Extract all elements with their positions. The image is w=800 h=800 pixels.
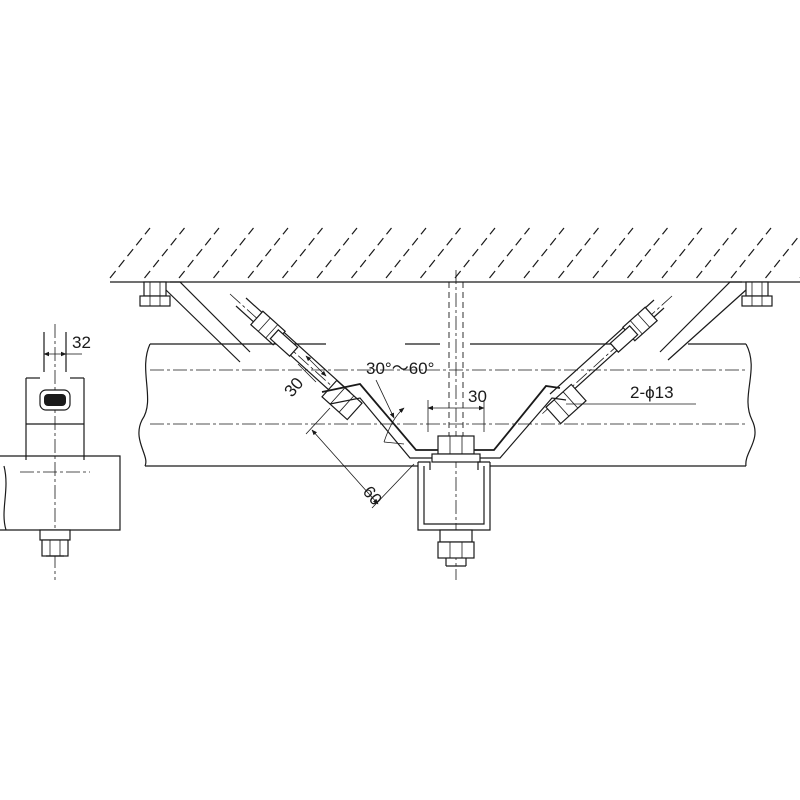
hatch-line bbox=[627, 227, 668, 279]
hatch-line bbox=[730, 227, 772, 279]
right-ceiling-anchor bbox=[659, 281, 773, 361]
hatch-line bbox=[489, 227, 530, 279]
hatch-line bbox=[385, 227, 427, 279]
ceiling-hatching bbox=[109, 227, 800, 279]
right-brace-rod bbox=[541, 295, 673, 425]
dimension-lines bbox=[43, 351, 696, 509]
hatch-line bbox=[282, 227, 323, 279]
hatch-line bbox=[523, 227, 565, 279]
hatch-line bbox=[351, 227, 392, 279]
center-spacing-label: 30 bbox=[468, 387, 487, 406]
left-brace-rod bbox=[229, 293, 363, 421]
ceiling-slab bbox=[109, 227, 800, 283]
hatch-line bbox=[316, 227, 358, 279]
hatch-line bbox=[213, 227, 254, 279]
angle-range-label: 30°〜60° bbox=[366, 359, 434, 378]
hatch-line bbox=[178, 227, 220, 279]
center-clip-assembly bbox=[417, 435, 491, 567]
hatch-line bbox=[109, 227, 151, 279]
hole-spec-label: 2-ϕ13 bbox=[630, 383, 674, 402]
hatch-line bbox=[420, 227, 461, 279]
brace-length-label: 60 bbox=[359, 482, 386, 509]
hatch-line bbox=[696, 227, 737, 279]
left-ceiling-anchor bbox=[139, 281, 251, 363]
hatch-line bbox=[765, 233, 800, 279]
side-view bbox=[0, 324, 121, 580]
brace-offset-label: 30 bbox=[281, 374, 308, 401]
hatch-line bbox=[247, 227, 289, 279]
hatch-line bbox=[144, 227, 185, 279]
rod-spacing-label: 32 bbox=[72, 333, 91, 352]
hatch-line bbox=[454, 227, 496, 279]
hatch-line bbox=[661, 227, 703, 279]
center-hanger-rod bbox=[448, 270, 464, 580]
hatch-line bbox=[592, 227, 634, 279]
hatch-line bbox=[558, 227, 599, 279]
channel-beam bbox=[138, 343, 756, 467]
